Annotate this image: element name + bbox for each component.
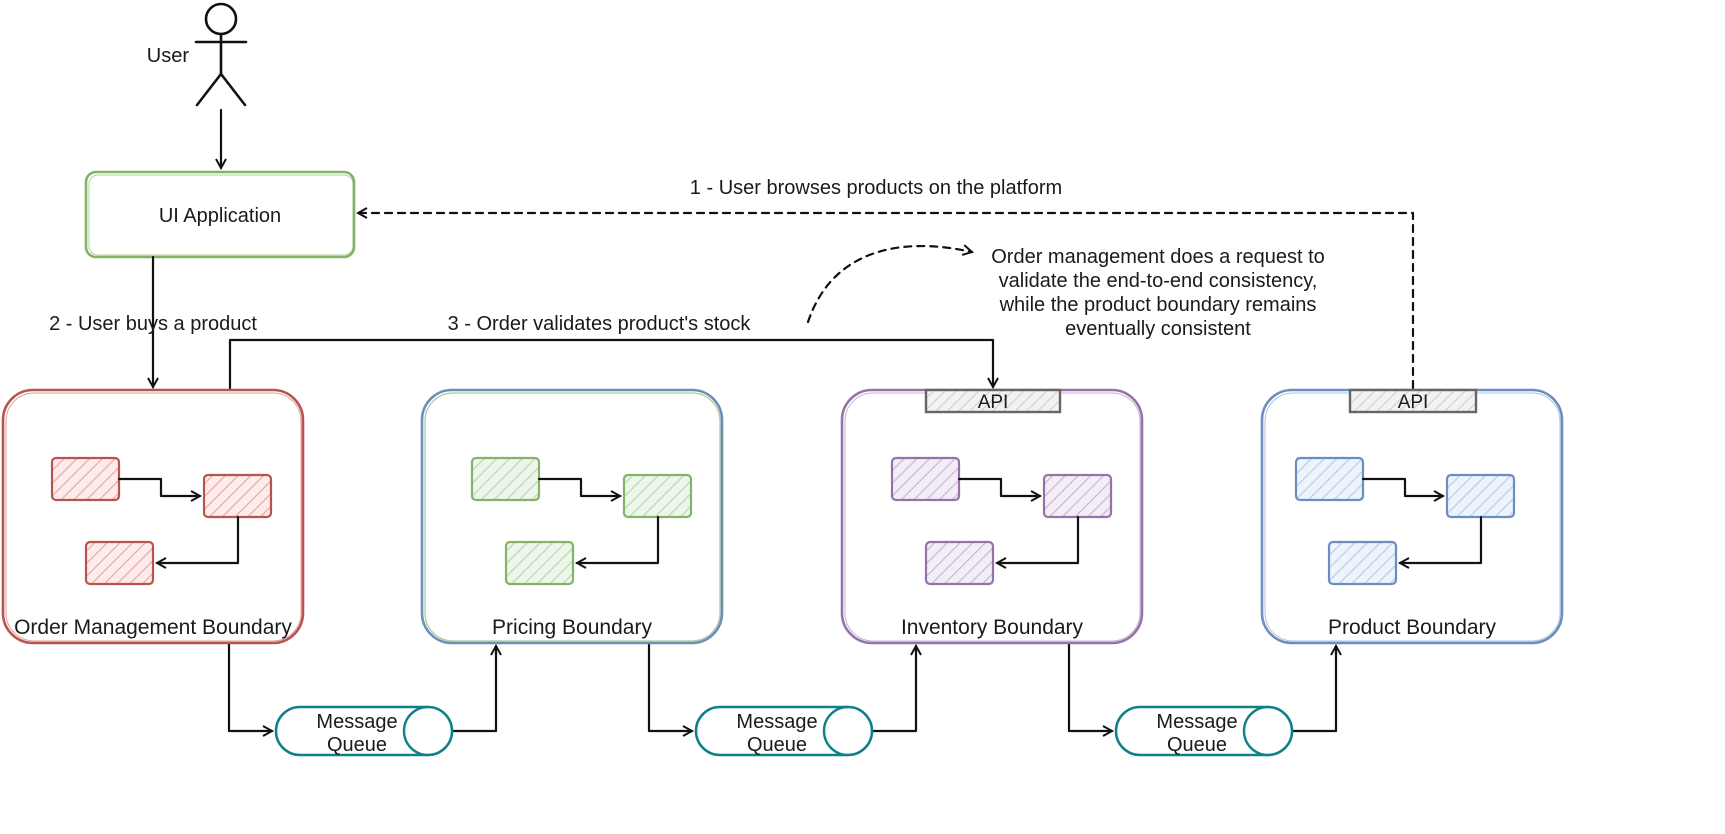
api-box	[1348, 388, 1478, 414]
note-line-2: validate the end-to-end consistency,	[999, 270, 1318, 292]
component-arrow	[577, 515, 660, 563]
component-box	[1042, 473, 1113, 519]
component-box	[84, 540, 155, 586]
queue-label-line-1: Message	[736, 711, 817, 733]
queue-2-to-inventory-arrow	[870, 646, 916, 733]
api-label: API	[978, 392, 1009, 413]
api-box	[924, 388, 1062, 414]
queue-label-line-2: Queue	[327, 734, 387, 756]
boundary-sketch-line	[424, 392, 721, 642]
note-line-4: eventually consistent	[1065, 318, 1251, 340]
queue-cylinder-end	[1242, 705, 1269, 757]
note-line-3: while the product boundary remains	[999, 294, 1317, 316]
api-endpoint[interactable]: API	[924, 388, 1062, 414]
component-arrow	[997, 515, 1080, 563]
boundary-border	[1, 388, 305, 645]
order-to-inventory-api-arrow	[228, 338, 993, 392]
order-to-queue-1-arrow	[227, 641, 272, 731]
internal-components	[470, 456, 693, 586]
queue-label-line-1: Message	[1156, 711, 1237, 733]
component-box	[622, 473, 693, 519]
inventory-boundary[interactable]: API Inventory Boundary	[840, 388, 1144, 645]
boundary-border	[420, 388, 724, 645]
component-box	[890, 456, 961, 502]
user-label: User	[147, 45, 190, 67]
edge-label-browse: 1 - User browses products on the platfor…	[690, 177, 1062, 199]
queue-label-line-2: Queue	[1167, 734, 1227, 756]
component-arrow	[1361, 477, 1443, 496]
user-actor: User	[147, 2, 248, 107]
ui-application-label: UI Application	[159, 205, 281, 227]
component-arrow	[157, 515, 240, 563]
connectors	[153, 108, 1415, 733]
component-box	[202, 473, 273, 519]
product-to-ui-dashed-arrow	[358, 213, 1415, 390]
message-queue-1[interactable]: Message Queue	[274, 705, 454, 757]
component-box	[1294, 456, 1365, 502]
order-management-boundary[interactable]: Order Management Boundary	[1, 388, 305, 645]
queue-cylinder-end	[402, 705, 429, 757]
queue-label-line-2: Queue	[747, 734, 807, 756]
stick-figure-icon	[194, 2, 248, 107]
component-box	[470, 456, 541, 502]
ui-application-border	[84, 170, 356, 259]
boundary-title: Pricing Boundary	[492, 616, 652, 639]
pricing-boundary[interactable]: Pricing Boundary	[420, 388, 724, 645]
note-pointer-dashed-arrow	[806, 246, 972, 324]
boundary-title: Product Boundary	[1328, 616, 1497, 639]
queue-3-to-product-arrow	[1290, 646, 1336, 733]
pricing-to-queue-2-arrow	[647, 641, 692, 731]
ui-application-box[interactable]: UI Application	[84, 170, 356, 259]
note-line-1: Order management does a request to	[991, 246, 1325, 268]
component-arrow	[117, 477, 200, 496]
edge-label-validate: 3 - Order validates product's stock	[448, 313, 752, 335]
product-boundary[interactable]: API Product Boundary	[1260, 388, 1564, 645]
component-arrow	[537, 477, 620, 496]
queue-cylinder-end	[822, 705, 849, 757]
inventory-to-queue-3-arrow	[1067, 641, 1112, 731]
boundary-border	[1260, 388, 1564, 645]
internal-components	[1294, 456, 1516, 586]
message-queue-3[interactable]: Message Queue	[1114, 705, 1294, 757]
ui-application-sketch-line	[88, 174, 354, 256]
component-box	[1445, 473, 1516, 519]
api-label: API	[1398, 392, 1429, 413]
boundary-title: Order Management Boundary	[14, 616, 292, 639]
queue-label-line-1: Message	[316, 711, 397, 733]
api-endpoint[interactable]: API	[1348, 388, 1478, 414]
internal-components	[50, 456, 273, 586]
component-box	[50, 456, 121, 502]
component-arrow	[957, 477, 1040, 496]
boundary-sketch-line	[5, 392, 302, 642]
component-box	[1327, 540, 1398, 586]
edge-label-buy: 2 - User buys a product	[49, 313, 257, 335]
component-box	[504, 540, 575, 586]
boundary-title: Inventory Boundary	[901, 616, 1084, 639]
internal-components	[890, 456, 1113, 586]
queue-1-to-pricing-arrow	[450, 646, 496, 733]
consistency-note: Order management does a request to valid…	[991, 246, 1325, 340]
component-arrow	[1400, 515, 1483, 563]
message-queue-2[interactable]: Message Queue	[694, 705, 874, 757]
component-box	[924, 540, 995, 586]
